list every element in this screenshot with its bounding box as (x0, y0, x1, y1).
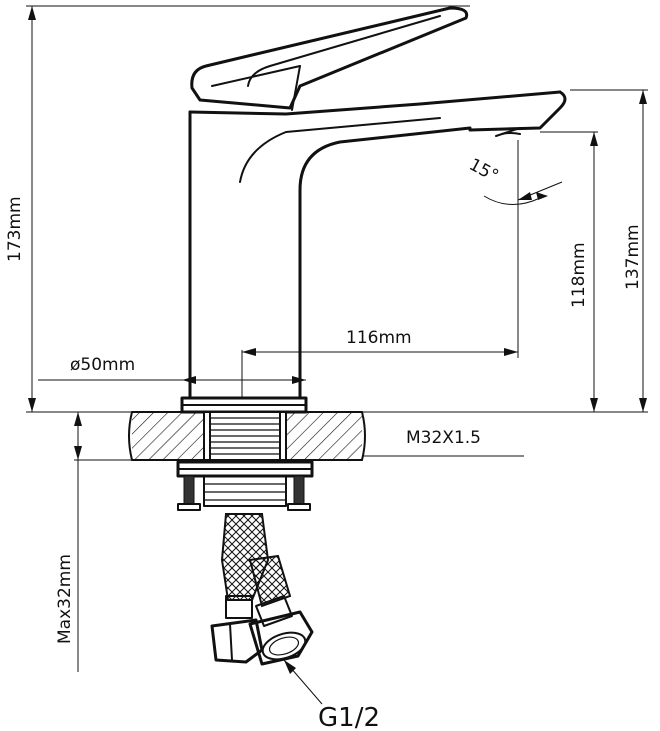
dim-angle: 15° (466, 155, 563, 205)
label-spout-reach: 116mm (346, 328, 412, 348)
supply-hoses (210, 513, 314, 666)
label-thread: M32X1.5 (406, 428, 481, 448)
label-angle: 15° (466, 155, 502, 187)
label-max-thickness: Max32mm (55, 554, 75, 644)
label-base-diameter: ø50mm (70, 355, 135, 375)
dim-spout-reach: 116mm (242, 140, 519, 358)
dim-spout-height: 137mm (570, 89, 648, 412)
mounting-hardware (176, 460, 314, 511)
label-connection: G1/2 (318, 703, 380, 731)
label-spout-height: 137mm (623, 224, 643, 290)
thread-lines (210, 417, 280, 455)
dim-base-diameter: ø50mm (38, 350, 306, 398)
lever-handle (190, 6, 469, 111)
dim-max-thickness: Max32mm (55, 412, 204, 672)
dim-connection: G1/2 (283, 659, 380, 731)
label-outlet-height: 118mm (569, 242, 589, 308)
label-total-height: 173mm (5, 196, 25, 262)
dim-total-height: 173mm (5, 5, 470, 412)
base-flange (180, 396, 308, 414)
dim-outlet-height: 118mm (540, 131, 598, 412)
dim-thread: M32X1.5 (362, 428, 524, 457)
countertop-section (128, 411, 366, 461)
